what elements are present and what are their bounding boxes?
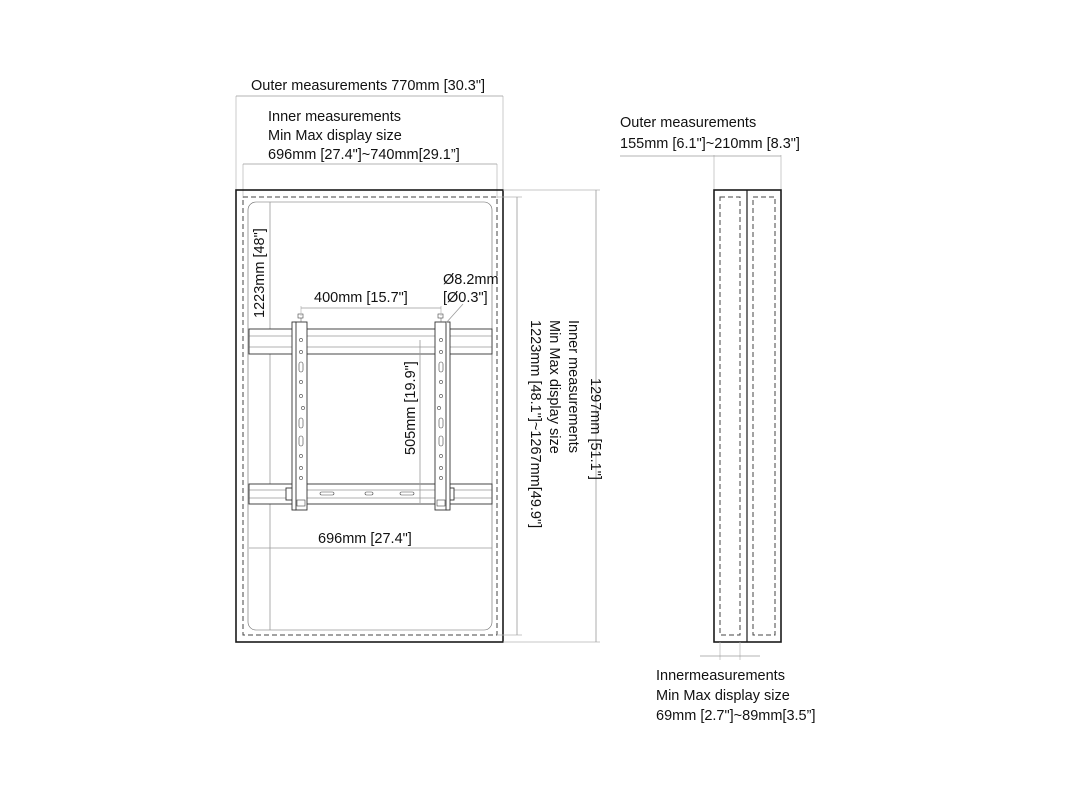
outer-height-label: 1297mm [51.1"] [587,378,603,480]
hole-diameter-label-line2: [Ø0.3"] [443,290,488,306]
vesa-horizontal-dimension: 400mm [15.7"] [300,290,442,316]
vesa-vertical-dimension: 505mm [19.9"] [403,340,421,503]
upper-rail [248,328,493,355]
outer-depth-label-line1: Outer measurements [620,115,756,131]
rail-width-dimension: 696mm [27.4"] [249,531,492,549]
inner-frame-dashed [242,196,498,636]
hole-diameter-label-line1: Ø8.2mm [443,272,499,288]
left-bracket [291,313,308,511]
display-outline [247,201,493,631]
inner-height-edge-dimension: 1223mm [48"] [252,202,271,630]
side-profile-inner-left [719,196,741,636]
hole-diameter-callout: Ø8.2mm [Ø0.3"] [443,272,499,324]
inner-height-label-line1: Inner measurements [565,320,581,453]
outer-depth-dimension: Outer measurements 155mm [6.1"]~210mm [8… [620,115,800,190]
inner-width-label-line3: 696mm [27.4"]~740mm[29.1”] [268,147,460,163]
inner-height-label-line2: Min Max display size [546,320,562,454]
rail-width-label: 696mm [27.4"] [318,531,412,547]
vesa-horizontal-label: 400mm [15.7"] [314,290,408,306]
front-view: Outer measurements 770mm [30.3"] Inner m… [235,78,603,643]
right-bracket [434,313,451,511]
vesa-vertical-label: 505mm [19.9"] [403,361,419,455]
outer-height-dimension: 1297mm [51.1"] [503,189,603,643]
inner-depth-label-line2: Min Max display size [656,688,790,704]
outer-depth-label-line2: 155mm [6.1"]~210mm [8.3"] [620,136,800,152]
lower-rail [248,483,493,505]
inner-depth-label-line3: 69mm [2.7"]~89mm[3.5”] [656,708,815,724]
inner-height-dimension: Inner measurements Min Max display size … [497,196,581,636]
side-profile-inner-right [752,196,776,636]
inner-depth-dimension: Innermeasurements Min Max display size 6… [656,642,815,724]
inner-width-dimension: Inner measurements Min Max display size … [242,109,498,198]
inner-height-edge-label: 1223mm [48"] [252,228,268,318]
inner-width-label-line1: Inner measurements [268,109,401,125]
outer-width-label: Outer measurements 770mm [30.3"] [251,78,485,94]
outer-width-dimension: Outer measurements 770mm [30.3"] [235,78,504,190]
side-view: Outer measurements 155mm [6.1"]~210mm [8… [620,115,815,724]
inner-width-label-line2: Min Max display size [268,128,402,144]
outer-frame [235,189,504,643]
inner-height-label-line3: 1223mm [48.1"]~1267mm[49.9"] [527,320,543,528]
inner-depth-label-line1: Innermeasurements [656,668,785,684]
